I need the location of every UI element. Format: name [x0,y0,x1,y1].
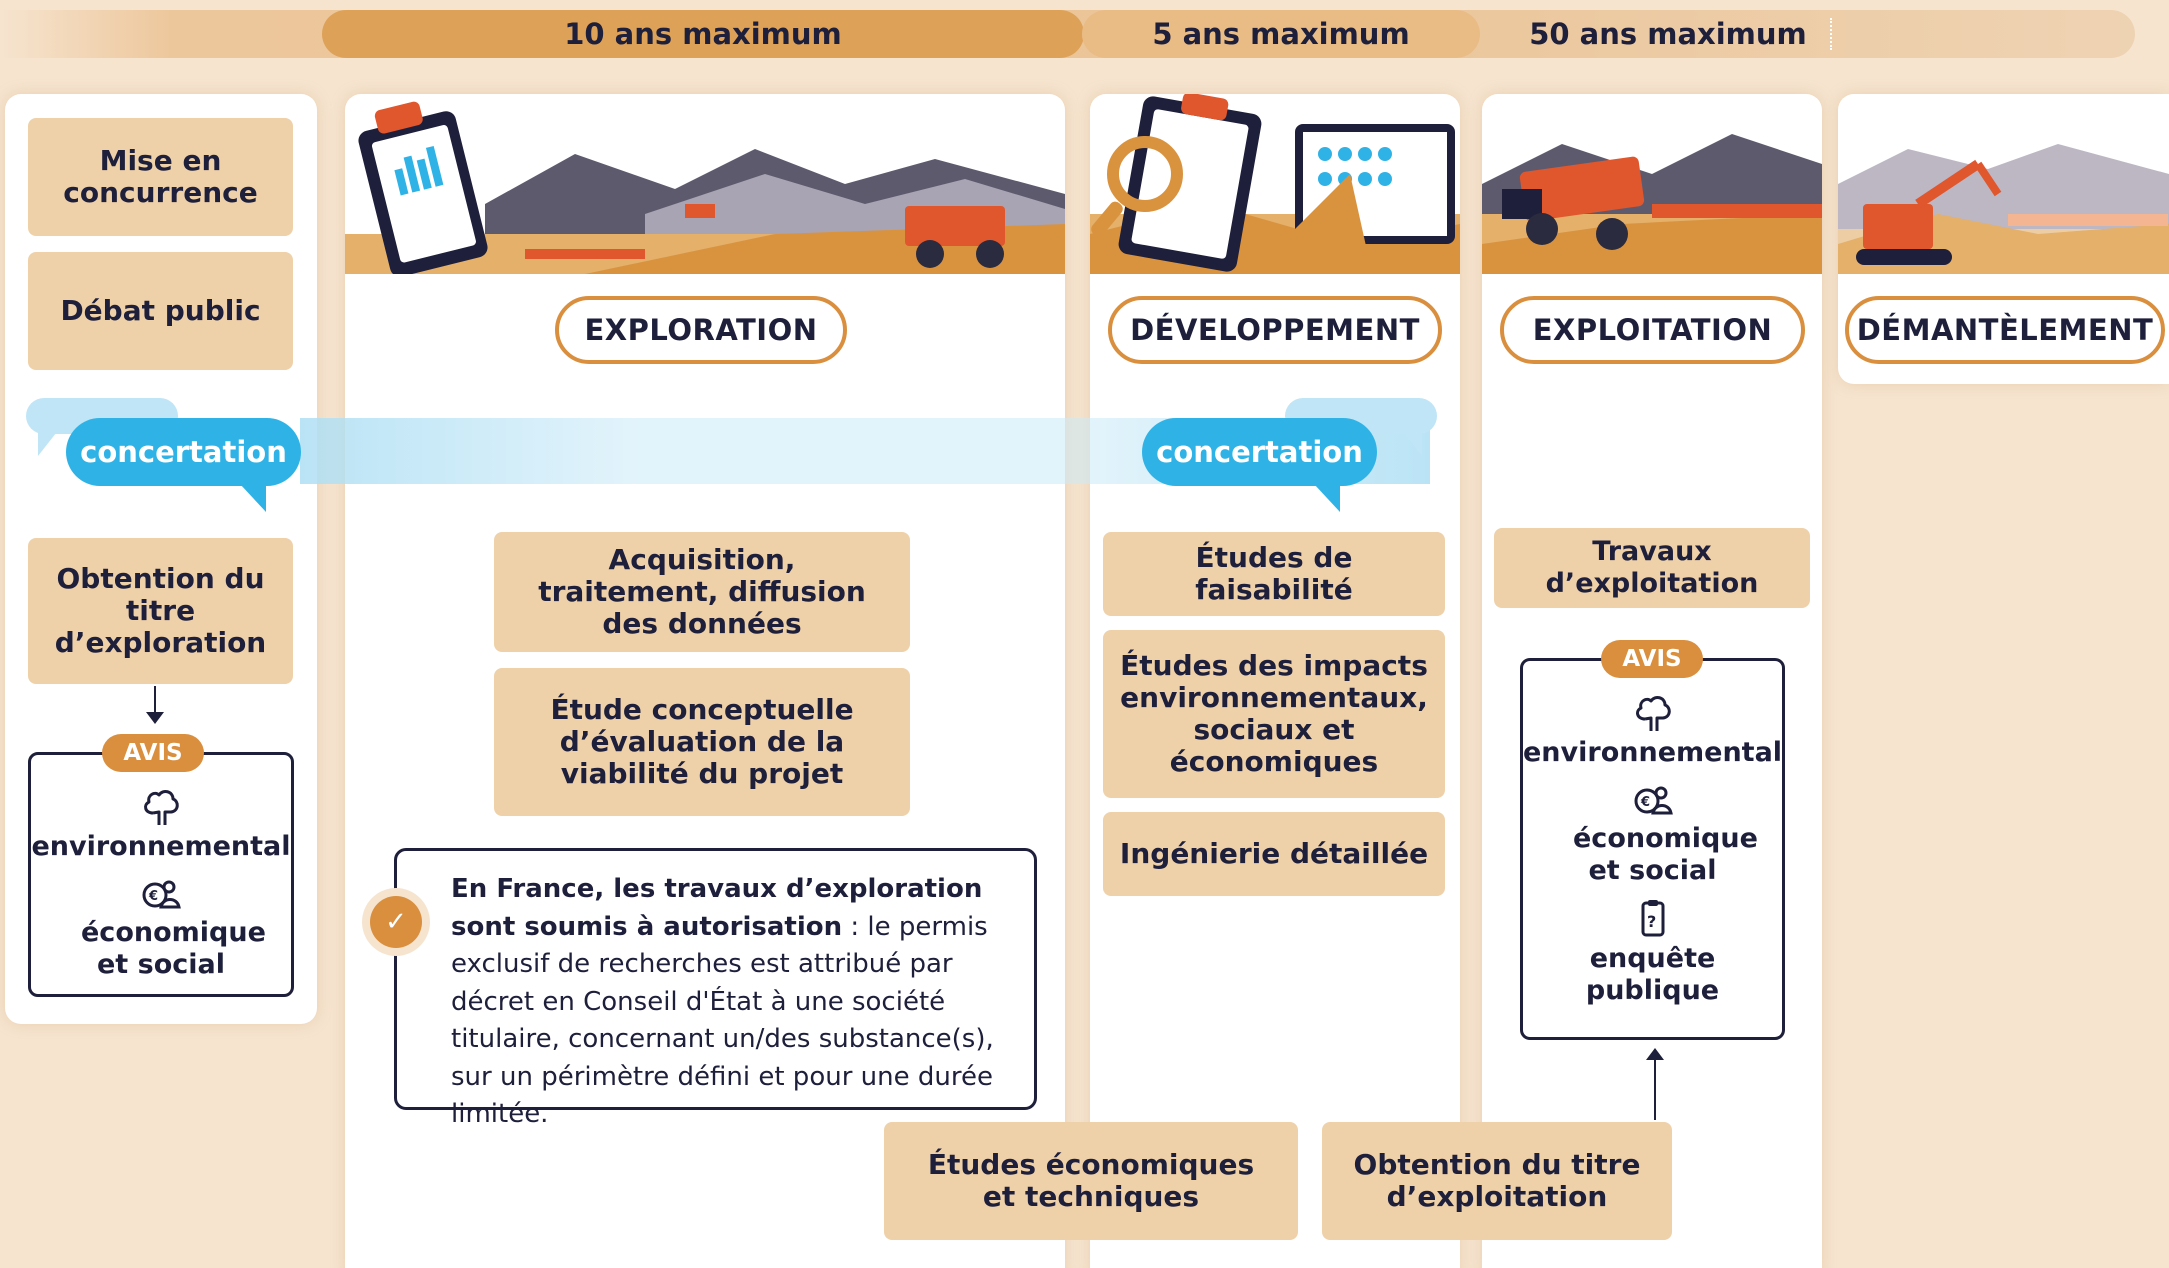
phase-demantelement: DÉMANTÈLEMENT [1845,296,2165,364]
step-titre-exploration: Obtention du titre d’exploration [28,538,293,684]
duration-segment-exploitation: 50 ans maximum [1529,17,1807,51]
avis-left-environnemental: environnemental [31,831,291,862]
bubble-tail-shadow-right [1400,428,1422,456]
exploration-illustration [345,94,1065,274]
info-card-text: : le permis exclusif de recherches est a… [451,911,994,1130]
tree-icon [1631,693,1675,733]
bubble-tail-left [240,484,266,512]
step-etude-conceptuelle: Étude conceptuelle d’évaluation de la vi… [494,668,910,816]
svg-text:€: € [148,889,158,904]
svg-text:?: ? [1647,912,1656,931]
bubble-tail-shadow-left [38,428,60,456]
demantelement-illustration [1838,94,2169,274]
euro-people-icon: € [139,875,183,915]
info-card-bold: En France, les travaux d’exploration son… [451,874,983,942]
avis-badge-left: AVIS [102,734,204,772]
clipboard-question-icon: ? [1631,899,1675,939]
avis-right-environnemental: environnemental [1523,737,1783,768]
bubble-tail-right [1314,484,1340,512]
concertation-bubble-right: concertation [1142,418,1377,486]
check-badge: ✓ [362,888,430,956]
avis-right-enquete-publique: enquête publique [1585,943,1720,1006]
avis-panel-right: environnemental € économique et social ?… [1520,658,1785,1040]
svg-text:€: € [1640,795,1650,810]
euro-people-icon: € [1631,781,1675,821]
phase-exploitation: EXPLOITATION [1500,296,1805,364]
step-acquisition-donnees: Acquisition, traitement, diffusion des d… [494,532,910,652]
avis-right-economique-social: économique et social [1573,823,1758,886]
avis-panel-left: environnemental € économique et social [28,752,294,997]
duration-segment-developpement: 5 ans maximum [1082,10,1480,58]
duration-segment-exploration: 10 ans maximum [322,10,1084,58]
step-etudes-faisabilite: Études de faisabilité [1103,532,1445,616]
arrow-to-avis-left [154,686,156,716]
avis-left-economique-social: économique et social [81,917,266,980]
step-travaux-exploitation: Travaux d’exploitation [1494,528,1810,608]
info-card-autorisation: En France, les travaux d’exploration son… [394,848,1037,1129]
step-titre-exploitation: Obtention du titre d’exploitation [1322,1122,1672,1240]
phase-developpement: DÉVELOPPEMENT [1108,296,1442,364]
avis-badge-right: AVIS [1601,640,1703,678]
developpement-illustration [1090,94,1460,274]
step-etudes-economiques: Études économiques et techniques [884,1122,1298,1240]
phase-exploration: EXPLORATION [555,296,847,364]
tree-icon [139,787,183,827]
check-icon: ✓ [370,896,422,948]
step-debat-public: Débat public [28,252,293,370]
step-etudes-impacts: Études des impacts environnementaux, soc… [1103,630,1445,798]
duration-divider [1830,18,1832,50]
arrow-to-avis-right-head [1646,1048,1664,1060]
concertation-bubble-left: concertation [66,418,301,486]
arrow-to-avis-right [1654,1058,1656,1120]
step-ingenierie-detaillee: Ingénierie détaillée [1103,812,1445,896]
step-mise-en-concurrence: Mise en concurrence [28,118,293,236]
arrow-to-avis-left-head [146,712,164,724]
exploitation-illustration [1482,94,1822,274]
